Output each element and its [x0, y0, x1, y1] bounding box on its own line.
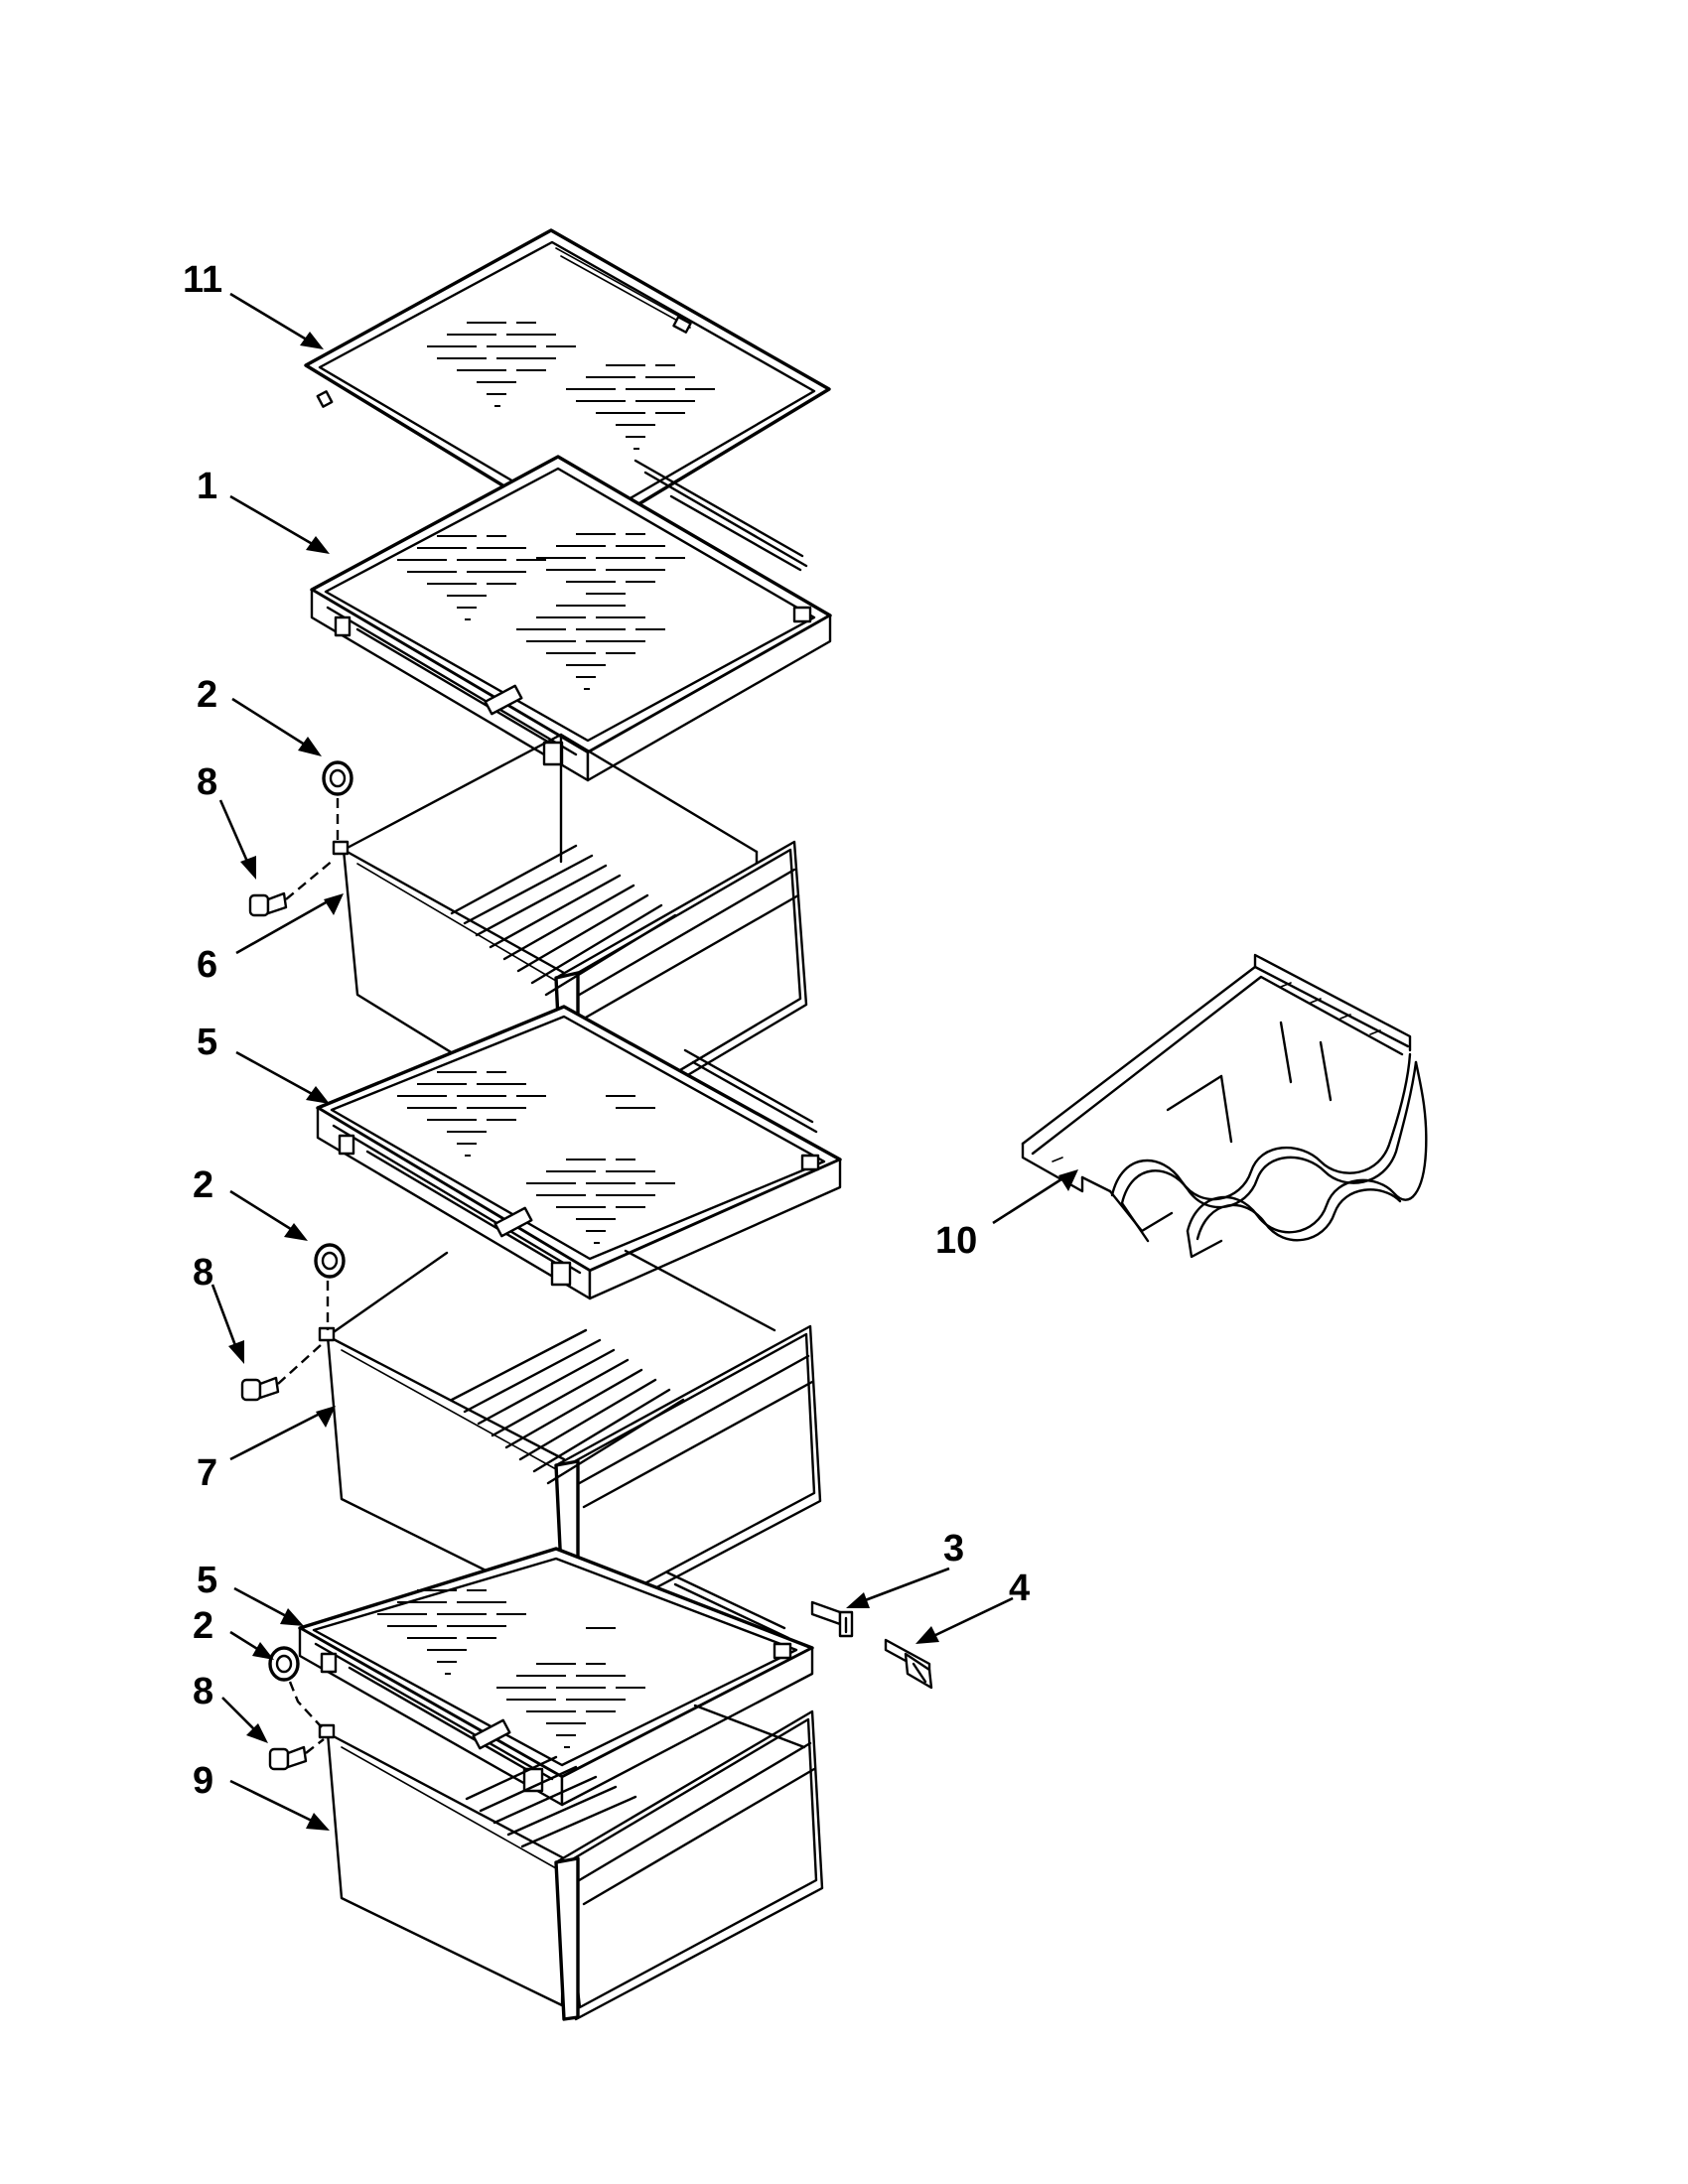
callout-11: 11: [183, 259, 222, 301]
pin-axis-upper: [285, 859, 335, 900]
part-5-crisper-cover-lower: [298, 1547, 814, 1807]
part-5-crisper-cover-middle: [316, 1005, 842, 1300]
part-2-roller-upper: [322, 760, 353, 796]
part-9-lower-crisper-drawer: [318, 1704, 824, 2021]
callout-8: 8: [197, 761, 217, 803]
part-4-clip: [884, 1638, 933, 1690]
part-3-clip: [810, 1600, 854, 1638]
part-2-roller-middle: [314, 1243, 346, 1279]
callout-2: 2: [193, 1605, 213, 1647]
drawer-ribs: [450, 1328, 685, 1485]
callout-5: 5: [197, 1560, 217, 1601]
part-8-pin-upper: [248, 891, 288, 917]
callout-8: 8: [193, 1252, 213, 1294]
callout-3: 3: [943, 1528, 964, 1570]
part-1-crisper-cover: [310, 455, 832, 782]
part-10-wine-rack: [1021, 953, 1428, 1259]
part-11-glass-shelf: [304, 228, 831, 538]
pin-axis-middle: [277, 1343, 323, 1385]
drawer-ribs: [450, 844, 677, 997]
roller-axis-lower: [288, 1681, 323, 1728]
part-8-pin-middle: [240, 1376, 280, 1402]
callout-1: 1: [197, 466, 217, 507]
callout-2: 2: [197, 674, 217, 716]
callout-5: 5: [197, 1022, 217, 1063]
callout-8: 8: [193, 1671, 213, 1712]
callout-9: 9: [193, 1760, 213, 1802]
part-8-pin-lower: [268, 1745, 308, 1771]
drawer-ribs: [465, 1755, 637, 1848]
part-2-roller-lower: [268, 1646, 300, 1682]
leader-lines: [211, 292, 1078, 1831]
callout-6: 6: [197, 944, 217, 986]
callout-7: 7: [197, 1452, 217, 1494]
callout-10: 10: [935, 1220, 977, 1262]
pin-axis-lower: [305, 1738, 325, 1754]
callout-labels: 11 1 2 8 6 5 2 8 7 5 2 8 9 3 4 10: [183, 259, 1030, 1802]
callout-4: 4: [1009, 1568, 1030, 1609]
callout-2: 2: [193, 1164, 213, 1206]
